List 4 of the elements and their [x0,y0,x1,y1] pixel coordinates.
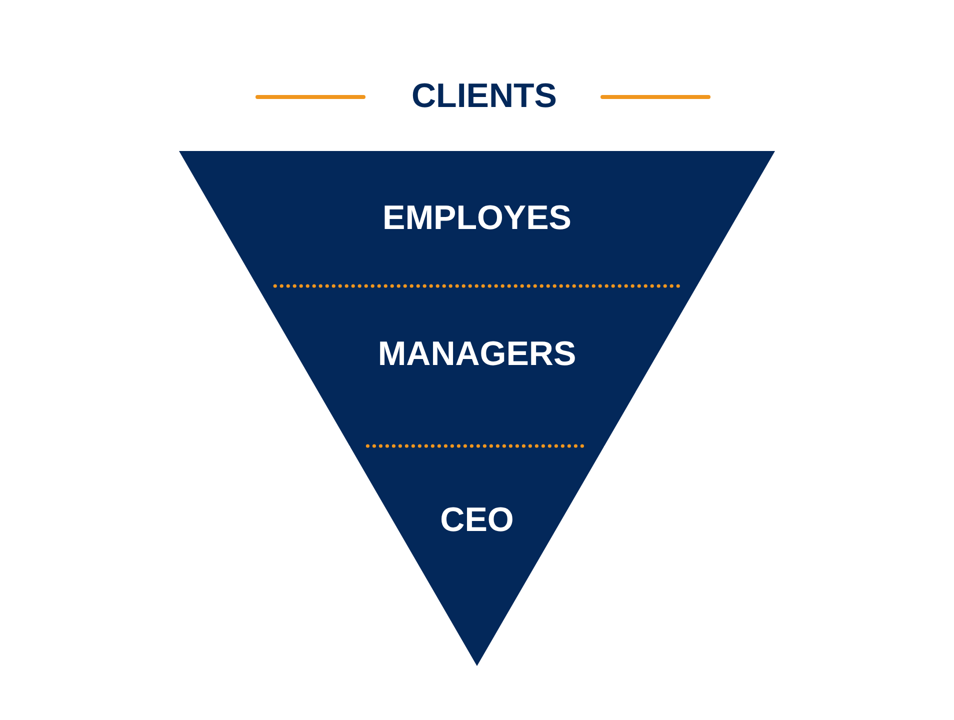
top-level-label: CLIENTS [412,76,557,116]
level-label: EMPLOYES [382,198,572,238]
level-label: CEO [439,500,515,540]
level-label: MANAGERS [376,334,578,374]
